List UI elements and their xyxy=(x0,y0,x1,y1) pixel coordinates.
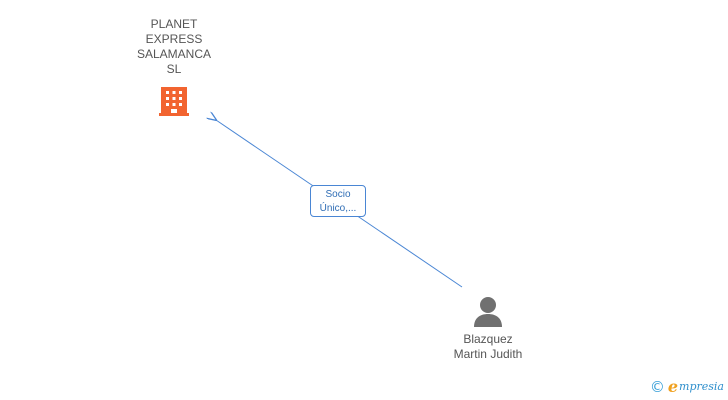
person-name[interactable]: Blazquez Martin Judith xyxy=(453,332,523,361)
relation-label-line2: Único,... xyxy=(319,203,357,214)
person-node[interactable]: Blazquez Martin Judith xyxy=(438,296,538,362)
empresia-brand[interactable]: © e mpresia xyxy=(649,377,724,397)
relation-label[interactable]: Socio Único,... xyxy=(310,185,366,217)
brand-logo-initial: e xyxy=(667,377,679,396)
relation-label-line1: Socio xyxy=(325,189,351,200)
company-name[interactable]: PLANET EXPRESS SALAMANCA SL xyxy=(136,17,212,76)
brand-logo-text: mpresia xyxy=(679,380,724,393)
company-node[interactable]: PLANET EXPRESS SALAMANCA SL xyxy=(112,17,236,116)
copyright-icon: © xyxy=(649,378,665,396)
person-icon[interactable] xyxy=(473,296,503,328)
building-icon[interactable] xyxy=(159,86,189,116)
